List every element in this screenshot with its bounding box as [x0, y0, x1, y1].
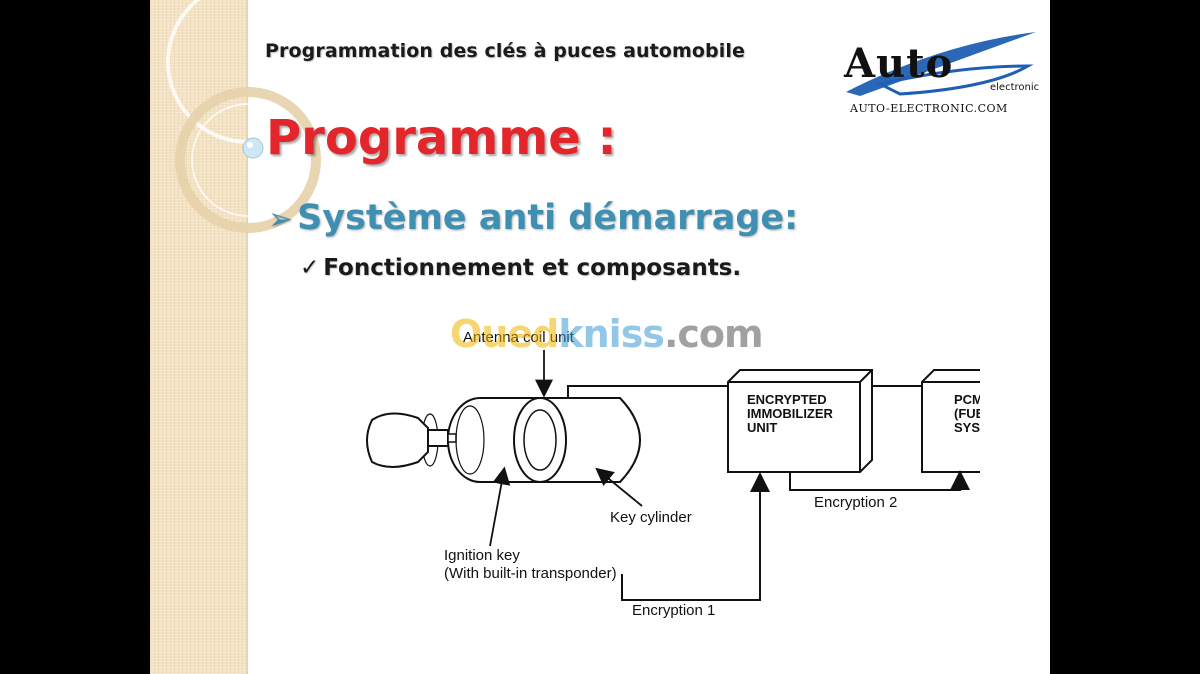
side-strip-edge [246, 0, 248, 674]
watermark-part-a: Oued [450, 312, 559, 356]
logo-url: AUTO-ELECTRONIC.COM [850, 102, 1008, 115]
ignition-key-label-arrow [489, 466, 511, 547]
key-cylinder-label-arrow [595, 467, 643, 507]
immobilizer-line3: UNIT [747, 420, 777, 435]
watermark-part-c: .com [663, 312, 764, 356]
slide-header: Programmation des clés à puces automobil… [265, 40, 745, 62]
bullet-level2-text: Fonctionnement et composants. [323, 255, 742, 281]
encryption1-arrow [621, 472, 770, 601]
pcm-line2: (FUEL SUPPLY [954, 406, 980, 421]
ignition-key-label-line1: Ignition key [444, 547, 520, 564]
bullet-level2: ✓Fonctionnement et composants. [300, 255, 741, 281]
bullet-level1-text: Système anti démarrage: [297, 198, 799, 238]
immobilizer-unit-box: ENCRYPTED IMMOBILIZER UNIT [727, 369, 873, 473]
watermark-part-b: kniss [558, 312, 665, 356]
logo-subtitle: electronic [990, 82, 1040, 93]
immobilizer-line1: ENCRYPTED [747, 392, 827, 407]
deco-ring-thick [175, 87, 321, 233]
checkmark-bullet-icon: ✓ [300, 255, 320, 281]
encryption1-label: Encryption 1 [632, 602, 715, 619]
decorative-circles [166, 0, 330, 233]
deco-bubble-highlight [247, 142, 253, 148]
slide-title: Programme : [266, 110, 617, 166]
immobilizer-line2: IMMOBILIZER [747, 406, 834, 421]
pcm-line3: SYSTEM) [954, 420, 980, 435]
encryption2-arrow [789, 470, 970, 491]
ignition-key-icon [366, 412, 457, 468]
deco-ring-inner [191, 103, 305, 217]
pcm-line1: PCM(ECM) [954, 392, 980, 407]
ouedkniss-watermark: Ouedkniss.com [450, 312, 764, 356]
deco-bubble-icon [242, 137, 264, 159]
logo-swoosh-icon [846, 32, 1036, 96]
antenna-coil-label: Antenna coil unit [463, 329, 575, 346]
encryption2-label: Encryption 2 [814, 494, 897, 511]
auto-electronic-logo: Auto electronic AUTO-ELECTRONIC.COM [840, 26, 1045, 118]
bullet-level1: ➢Système anti démarrage: [268, 198, 798, 238]
ignition-key-label-line2: (With built-in transponder) [444, 565, 617, 582]
antenna-wire [567, 385, 730, 398]
immobilizer-diagram: ENCRYPTED IMMOBILIZER UNIT PCM(ECM) (FUE… [366, 329, 980, 619]
key-cylinder-icon [421, 397, 641, 483]
pcm-ecm-box: PCM(ECM) (FUEL SUPPLY SYSTEM) [921, 369, 980, 473]
key-cylinder-label: Key cylinder [610, 509, 692, 526]
logo-word: Auto [844, 40, 954, 87]
arrow-bullet-icon: ➢ [268, 202, 294, 237]
slide: Programmation des clés à puces automobil… [150, 0, 1050, 674]
